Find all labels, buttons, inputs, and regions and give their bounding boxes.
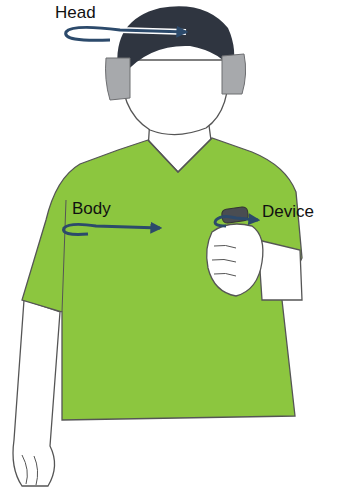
- right-ear-cup: [222, 54, 246, 94]
- device-rotation-arrow: [215, 216, 258, 226]
- body-rotation-arrow: [64, 224, 161, 234]
- left-ear-cup: [106, 58, 131, 100]
- finger-lines: [212, 245, 236, 276]
- sleeve-seam: [62, 200, 66, 312]
- left-arm: [13, 300, 60, 486]
- part-label: Head: [55, 4, 96, 23]
- head-rotation-arrow: [66, 27, 186, 40]
- part-label: Body: [72, 200, 111, 219]
- collar: [148, 138, 212, 172]
- face: [122, 60, 229, 135]
- right-hand: [207, 224, 263, 296]
- right-forearm: [258, 240, 302, 300]
- left-hand-lines: [22, 455, 38, 485]
- shirt: [22, 138, 302, 420]
- part-label: Device: [262, 203, 314, 222]
- hair: [117, 6, 234, 74]
